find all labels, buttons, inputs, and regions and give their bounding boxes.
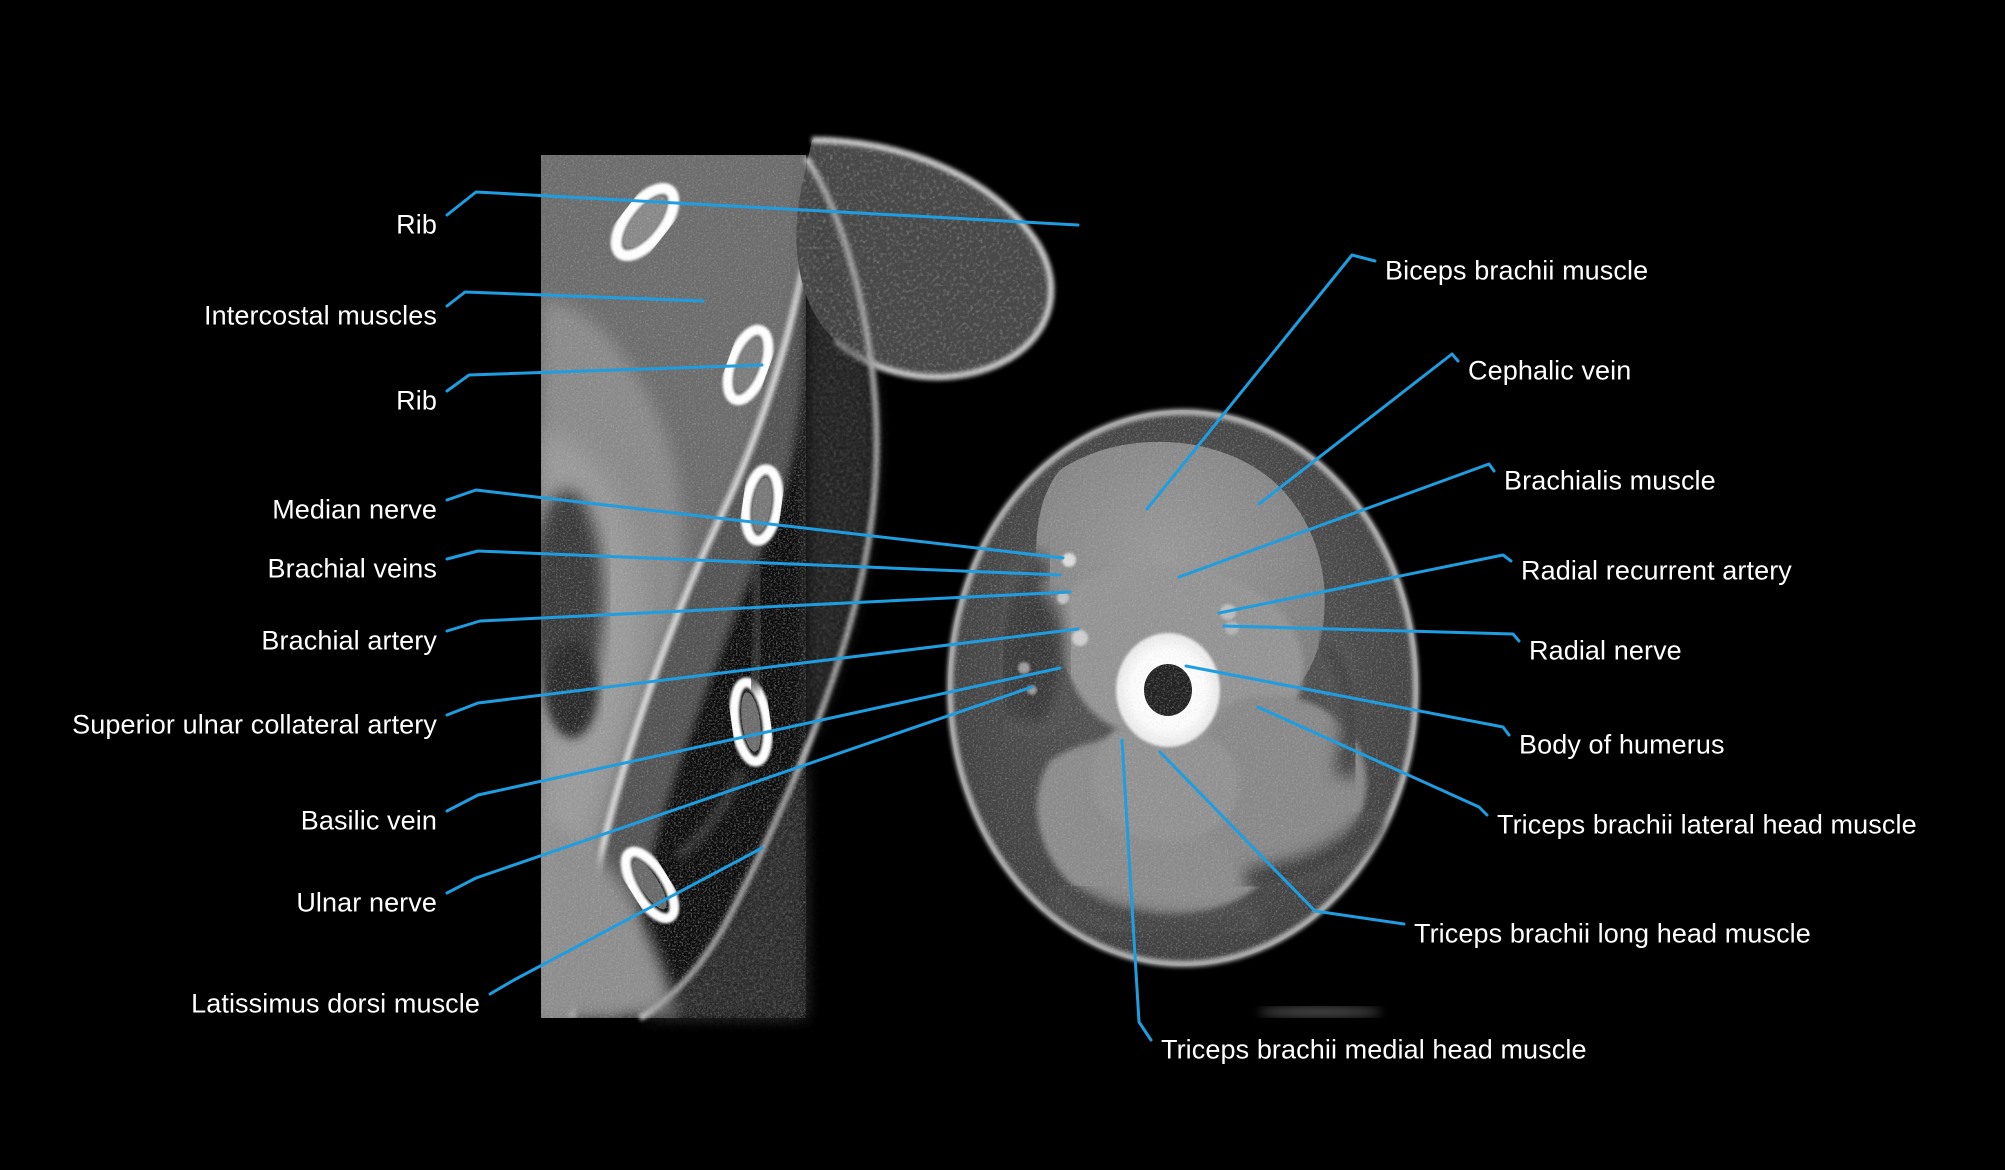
label-brachial-veins: Brachial veins [267,553,437,584]
label-triceps-brachii-lateral-head-muscle: Triceps brachii lateral head muscle [1497,809,1917,840]
label-radial-recurrent-artery: Radial recurrent artery [1521,555,1792,586]
radial-nerve-structure [1225,621,1239,635]
label-brachial-artery: Brachial artery [261,625,437,656]
label-rib-middle: Rib [396,385,437,416]
radial-recurrent-artery-structure [1220,604,1236,620]
label-triceps-brachii-long-head-muscle: Triceps brachii long head muscle [1414,918,1811,949]
label-triceps-brachii-medial-head-muscle: Triceps brachii medial head muscle [1161,1034,1587,1065]
ulnar-nerve-structure [1027,685,1037,695]
label-biceps-brachii-muscle: Biceps brachii muscle [1385,255,1649,286]
label-brachialis-muscle: Brachialis muscle [1504,465,1716,496]
basilic-vein-structure [1018,662,1030,674]
brachial-vessels-structure [1072,630,1088,646]
humerus-bone [1116,633,1220,747]
label-body-of-humerus: Body of humerus [1519,729,1725,760]
label-intercostal-muscles: Intercostal muscles [204,300,437,331]
ct-streak-artifact [1258,1007,1382,1017]
label-ulnar-nerve: Ulnar nerve [296,887,437,918]
label-median-nerve: Median nerve [272,494,437,525]
label-cephalic-vein: Cephalic vein [1468,355,1632,386]
cephalic-vein-structure [1062,553,1076,567]
label-rib-upper: Rib [396,209,437,240]
label-basilic-vein: Basilic vein [300,805,437,836]
label-radial-nerve: Radial nerve [1529,635,1682,666]
median-nerve-structure [1057,592,1069,604]
label-latissimus-dorsi-muscle: Latissimus dorsi muscle [191,988,480,1019]
label-superior-ulnar-collateral-artery: Superior ulnar collateral artery [72,709,437,740]
